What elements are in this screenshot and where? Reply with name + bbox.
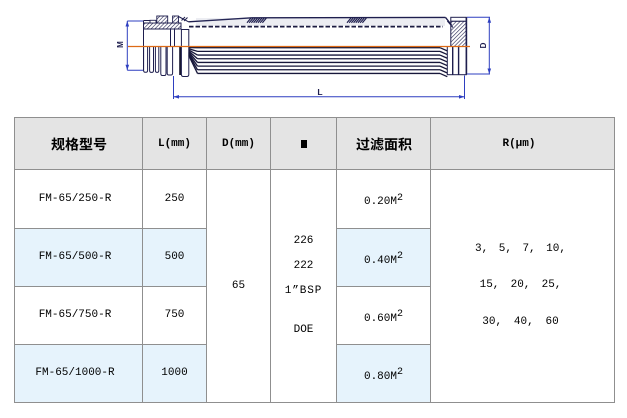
svg-text:M: M bbox=[116, 41, 125, 48]
svg-text:L: L bbox=[317, 87, 322, 97]
svg-text:D: D bbox=[479, 42, 488, 48]
